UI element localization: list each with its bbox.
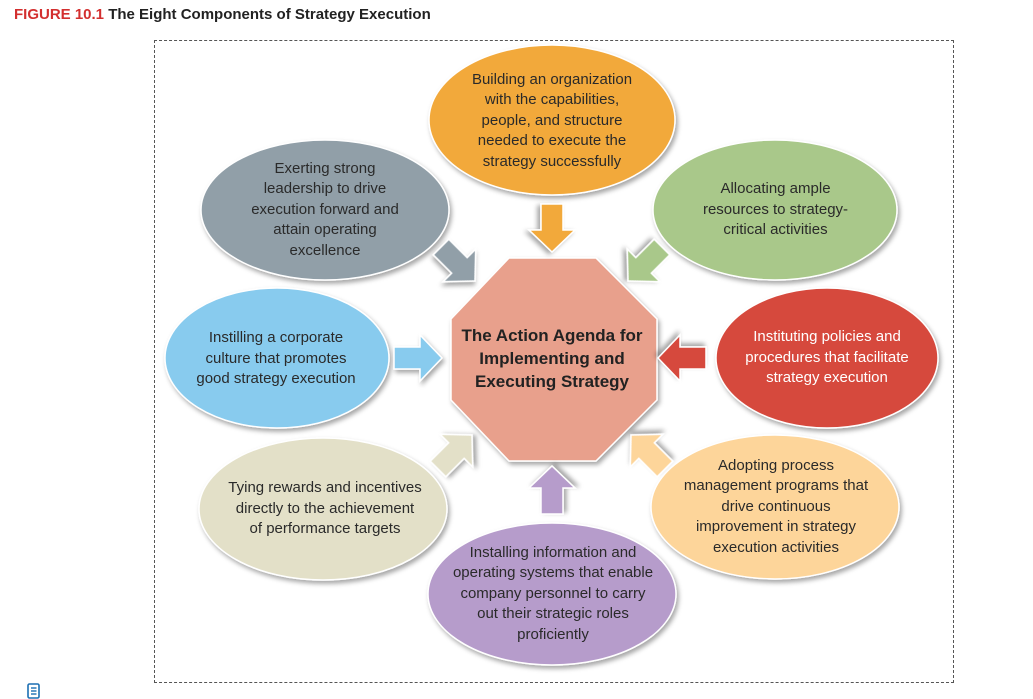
figure-number: FIGURE 10.1 (14, 6, 105, 23)
component-ellipse-top-left (200, 139, 450, 281)
component-ellipse-right (715, 287, 939, 429)
arrow-from-bottom-left (429, 433, 474, 478)
component-ellipse-top-right (652, 139, 898, 281)
document-icon[interactable] (26, 683, 42, 699)
figure-caption: The Eight Components of Strategy Executi… (108, 6, 431, 23)
arrow-from-bottom-right (629, 433, 674, 478)
component-ellipse-top (428, 44, 676, 196)
center-label: The Action Agenda for Implementing and E… (461, 325, 643, 391)
component-label-bottom-right: Adopting process management programs tha… (683, 456, 869, 556)
arrow-from-top-right (626, 238, 671, 283)
center-octagon (450, 257, 658, 462)
component-ellipse-left (164, 287, 390, 429)
component-label-top-left: Exerting strong leadership to drive exec… (251, 159, 399, 259)
component-ellipse-bottom-left (198, 437, 448, 581)
component-label-right: Instituting policies and procedures that… (745, 328, 909, 387)
component-label-bottom-left: Tying rewards and incentives directly to… (228, 479, 422, 538)
component-label-top-right: Allocating ample resources to strategy-c… (702, 180, 849, 239)
arrow-from-top-left (432, 238, 477, 283)
component-ellipse-bottom (427, 522, 677, 666)
diagram-frame (154, 40, 954, 683)
arrow-from-bottom (527, 464, 577, 515)
arrow-from-right (656, 333, 707, 383)
arrow-from-top (527, 203, 577, 254)
component-label-bottom: Installing information and operating sys… (452, 543, 654, 643)
component-label-top: Building an organization with the capabi… (471, 70, 633, 170)
component-label-left: Instilling a corporate culture that prom… (196, 329, 356, 388)
component-ellipse-bottom-right (650, 434, 900, 580)
arrow-from-left (393, 333, 444, 383)
figure-title: FIGURE 10.1 The Eight Components of Stra… (14, 6, 431, 23)
